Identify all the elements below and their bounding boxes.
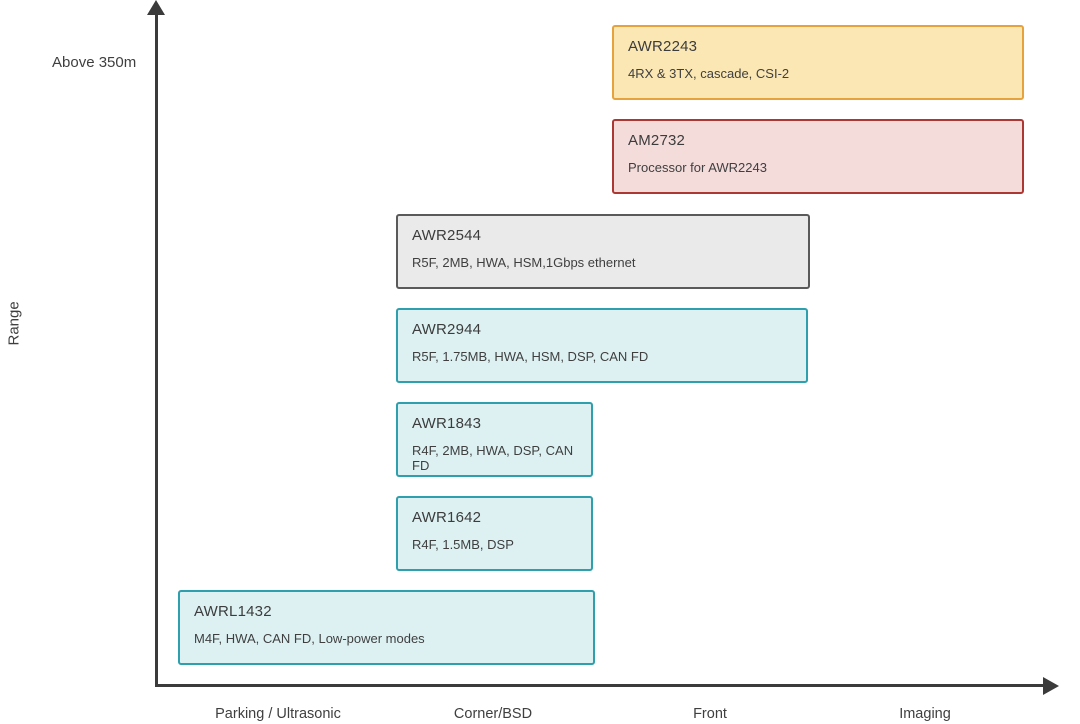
chip-box-awr2544: AWR2544 R5F, 2MB, HWA, HSM,1Gbps etherne… xyxy=(396,214,810,289)
chip-title: AWR1843 xyxy=(412,415,482,432)
chip-box-am2732: AM2732 Processor for AWR2243 xyxy=(612,119,1024,194)
chip-title: AWR2944 xyxy=(412,321,482,338)
y-axis-annotation: Above 350m xyxy=(52,54,137,71)
y-axis-line xyxy=(155,10,158,686)
chip-title: AWR2544 xyxy=(412,227,482,244)
chip-box-awr2243: AWR2243 4RX & 3TX, cascade, CSI-2 xyxy=(612,25,1024,100)
chip-specs: M4F, HWA, CAN FD, Low-power modes xyxy=(194,631,425,646)
y-axis-title: Range xyxy=(5,301,23,346)
chip-title: AWR1642 xyxy=(412,509,482,526)
chip-box-awr1843: AWR1843 R4F, 2MB, HWA, DSP, CAN FD xyxy=(396,402,593,477)
x-axis-category-corner-bsd: Corner/BSD xyxy=(453,706,533,722)
chip-box-awrl1432: AWRL1432 M4F, HWA, CAN FD, Low-power mod… xyxy=(178,590,595,665)
x-axis-category-imaging: Imaging xyxy=(899,706,951,722)
x-axis-line xyxy=(155,684,1043,687)
chip-specs: Processor for AWR2243 xyxy=(628,160,767,175)
chip-box-awr2944: AWR2944 R5F, 1.75MB, HWA, HSM, DSP, CAN … xyxy=(396,308,808,383)
chip-title: AWRL1432 xyxy=(194,603,272,620)
x-axis-category-front: Front xyxy=(693,706,727,722)
chip-box-awr1642: AWR1642 R4F, 1.5MB, DSP xyxy=(396,496,593,571)
chip-specs: R5F, 1.75MB, HWA, HSM, DSP, CAN FD xyxy=(412,349,649,364)
chip-title: AM2732 xyxy=(628,132,686,149)
chip-specs: R4F, 1.5MB, DSP xyxy=(412,537,514,552)
x-axis-arrowhead-icon xyxy=(1043,677,1059,695)
y-axis-arrowhead-icon xyxy=(147,0,165,15)
chip-specs: 4RX & 3TX, cascade, CSI-2 xyxy=(628,66,790,81)
x-axis-category-parking: Parking / Ultrasonic xyxy=(215,706,341,722)
chip-specs: R4F, 2MB, HWA, DSP, CAN FD xyxy=(412,443,574,473)
chip-title: AWR2243 xyxy=(628,38,698,55)
chip-specs: R5F, 2MB, HWA, HSM,1Gbps ethernet xyxy=(412,255,636,270)
